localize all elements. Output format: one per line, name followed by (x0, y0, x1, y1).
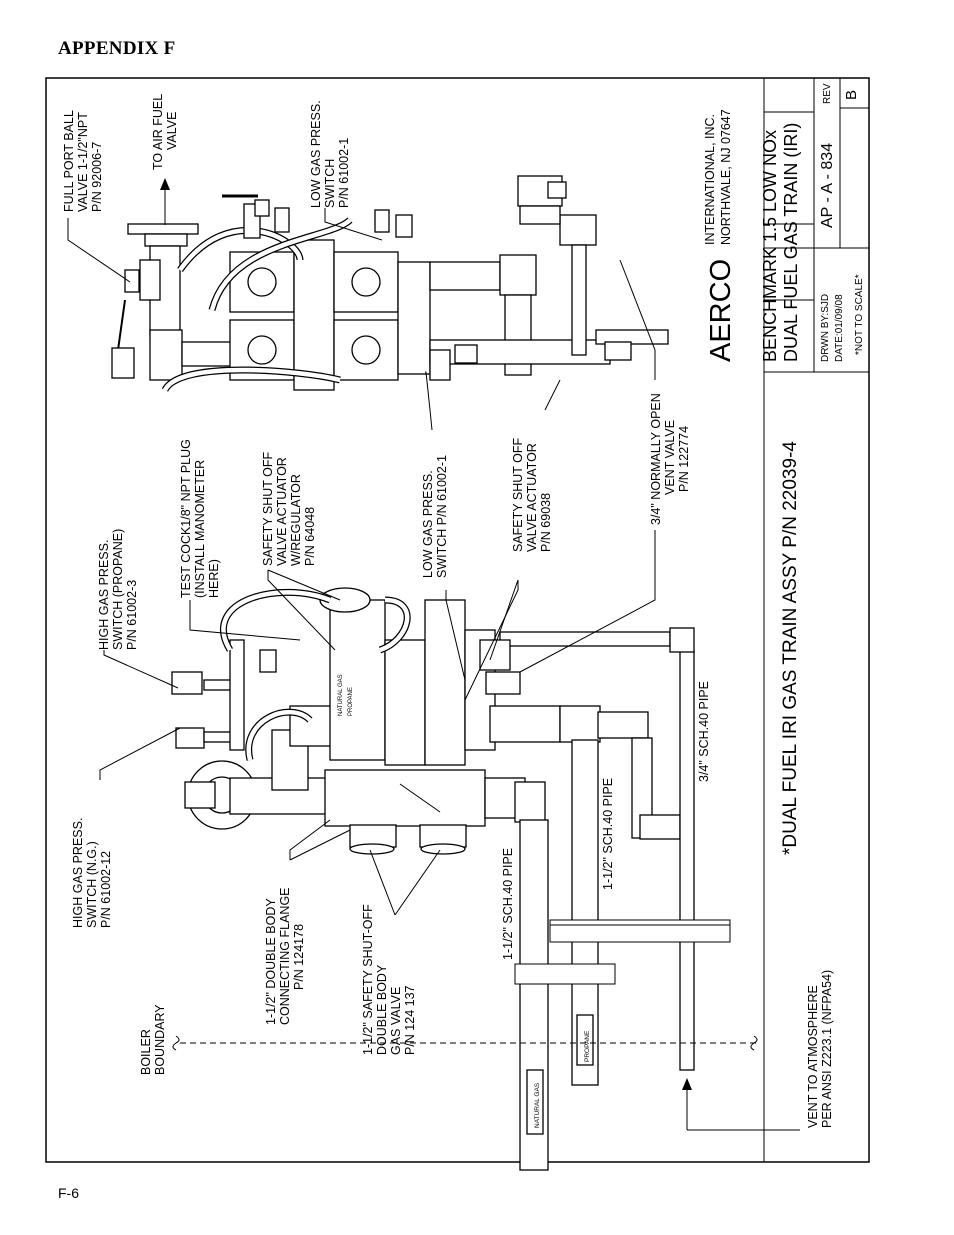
leader-lines (67, 208, 656, 916)
svg-text:P/N 61002-1: P/N 61002-1 (337, 138, 351, 208)
svg-text:(INSTALL MANOMETER: (INSTALL MANOMETER (193, 460, 207, 598)
callout-high-gas-ng: HIGH GAS PRESS. SWITCH (N.G.) P/N 61002-… (71, 818, 113, 928)
callout-ssov-regulator: SAFETY SHUT OFF VALVE ACTUATOR W/REGULAT… (261, 451, 317, 566)
actuator-tag-ng: NATURAL GAS (338, 674, 344, 716)
actuator-regulator (329, 599, 386, 761)
svg-text:DOUBLE BODY: DOUBLE BODY (375, 964, 389, 1055)
ball-valve-body (139, 259, 161, 301)
callout-ball-valve: FULL PORT BALL VALVE 1-1/2"NPT P/N 92006… (62, 110, 104, 212)
label-pipe-vent: 3/4" SCH.40 PIPE (697, 681, 711, 782)
page-header: APPENDIX F (58, 38, 176, 59)
svg-text:SWITCH (PROPANE): SWITCH (PROPANE) (111, 529, 125, 650)
label-pipe-propane: 1-1/2" SCH.40 PIPE (601, 778, 615, 890)
svg-text:VALVE ACTUATOR: VALVE ACTUATOR (525, 443, 539, 552)
callout-vent-valve: 3/4" NORMALLY OPEN VENT VALVE P/N 122774 (649, 393, 691, 525)
svg-text:VENT VALVE: VENT VALVE (663, 420, 677, 495)
actuator-tag-propane: PROPANE (348, 687, 354, 716)
label-pipe-ng: 1-1/2" SCH.40 PIPE (501, 848, 515, 960)
svg-text:P/N 61002-12: P/N 61002-12 (99, 851, 113, 928)
drawing-number: AP - A - 834 (819, 143, 836, 228)
svg-text:W/REGULATOR: W/REGULATOR (289, 474, 303, 566)
ng-high-switch (175, 727, 205, 749)
top-actuator (111, 347, 135, 379)
svg-text:3/4" NORMALLY OPEN: 3/4" NORMALLY OPEN (649, 393, 663, 525)
upper-assembly-view (111, 175, 669, 393)
propane-high-switch (171, 671, 203, 695)
svg-text:HIGH GAS PRESS.: HIGH GAS PRESS. (71, 818, 85, 928)
svg-text:P/N 69038: P/N 69038 (539, 493, 553, 552)
svg-text:SWITCH P/N 61002-1: SWITCH P/N 61002-1 (435, 455, 449, 578)
assembly-title: *DUAL FUEL IRI GAS TRAIN ASSY P/N 22039-… (780, 441, 801, 855)
svg-text:P/N 64048: P/N 64048 (303, 507, 317, 566)
svg-text:VALVE: VALVE (165, 112, 179, 150)
svg-text:HIGH GAS PRESS.: HIGH GAS PRESS. (97, 540, 111, 650)
svg-text:P/N 124 137: P/N 124 137 (403, 985, 417, 1055)
svg-text:1-1/2" DOUBLE BODY: 1-1/2" DOUBLE BODY (264, 898, 278, 1025)
svg-text:FULL PORT BALL: FULL PORT BALL (62, 110, 76, 212)
tag-propane: PROPANE (584, 1030, 591, 1062)
drawn-by: DRWN BY:SJD (820, 294, 831, 362)
propane-vent-pipe (571, 739, 599, 1086)
page-footer: F-6 (58, 1185, 79, 1201)
callout-to-air-fuel-valve: TO AIR FUEL VALVE (151, 94, 179, 170)
callout-low-gas-top: LOW GAS PRESS. SWITCH P/N 61002-1 (309, 100, 351, 208)
tag-natural-gas: NATURAL GAS (534, 1082, 541, 1128)
svg-text:HERE): HERE) (207, 559, 221, 598)
svg-text:CONNECTING FLANGE: CONNECTING FLANGE (278, 887, 292, 1025)
company-line1: INTERNATIONAL, INC. (703, 114, 717, 245)
rev-label: REV (822, 83, 833, 104)
callout-high-gas-propane: HIGH GAS PRESS. SWITCH (PROPANE) P/N 610… (97, 529, 139, 650)
svg-text:LOW GAS PRESS.: LOW GAS PRESS. (309, 100, 323, 208)
actuator-second (424, 599, 466, 766)
callout-vent-atmosphere: VENT TO ATMOSPHERE PER ANSI Z223.1 (NFPA… (806, 970, 834, 1128)
company-line2: NORTHVALE, NJ 07647 (719, 109, 733, 245)
svg-text:P/N 61002-3: P/N 61002-3 (125, 580, 139, 650)
scale-note: *NOT TO SCALE* (854, 274, 865, 355)
drawing-border (45, 77, 870, 1163)
svg-text:P/N 124178: P/N 124178 (292, 924, 306, 990)
svg-text:SWITCH: SWITCH (323, 159, 337, 208)
svg-text:VALVE 1-1/2"NPT: VALVE 1-1/2"NPT (76, 112, 90, 212)
callout-ssov-actuator: SAFETY SHUT OFF VALVE ACTUATOR P/N 69038 (511, 437, 553, 552)
callout-test-cock: TEST COCK1/8" NPT PLUG (INSTALL MANOMETE… (179, 439, 221, 598)
company-logo: AERCO (705, 259, 737, 362)
svg-text:BOILER: BOILER (139, 1029, 153, 1075)
lower-assembly-view: PROPANE NATURAL GAS NATURAL GAS PROPANE (171, 587, 731, 1171)
title-line1: BENCHMARK 1.5 LOW NOx (760, 130, 780, 362)
callout-low-gas-mid: LOW GAS PRESS. SWITCH P/N 61002-1 (421, 455, 449, 578)
svg-text:VALVE ACTUATOR: VALVE ACTUATOR (275, 457, 289, 566)
svg-text:SWITCH (N.G.): SWITCH (N.G.) (85, 841, 99, 928)
svg-text:VENT TO ATMOSPHERE: VENT TO ATMOSPHERE (806, 985, 820, 1128)
drawing-date: DATE:01/09/08 (834, 294, 845, 362)
svg-text:1-1/2" SAFETY SHUT-OFF: 1-1/2" SAFETY SHUT-OFF (361, 904, 375, 1055)
rev-value: B (843, 90, 860, 100)
svg-text:P/N 122774: P/N 122774 (677, 426, 691, 492)
callout-boiler-boundary: BOILER BOUNDARY (139, 1004, 167, 1075)
svg-text:BOUNDARY: BOUNDARY (153, 1004, 167, 1075)
ball-valve-handle (124, 269, 140, 293)
title-line2: DUAL FUEL GAS TRAIN (IRI) (781, 123, 801, 362)
callout-double-body-flange: 1-1/2" DOUBLE BODY CONNECTING FLANGE P/N… (264, 887, 306, 1025)
double-body-valve (324, 769, 486, 827)
svg-text:PER ANSI Z223.1 (NFPA54): PER ANSI Z223.1 (NFPA54) (820, 970, 834, 1128)
svg-text:TEST COCK1/8" NPT PLUG: TEST COCK1/8" NPT PLUG (179, 439, 193, 598)
svg-text:TO AIR FUEL: TO AIR FUEL (151, 94, 165, 170)
title-block: AERCO INTERNATIONAL, INC. NORTHVALE, NJ … (703, 78, 869, 1162)
svg-text:P/N 92006-7: P/N 92006-7 (90, 142, 104, 212)
svg-text:SAFETY SHUT OFF: SAFETY SHUT OFF (511, 437, 525, 552)
vent-3-4-pipe (679, 649, 695, 1071)
svg-text:SAFETY SHUT OFF: SAFETY SHUT OFF (261, 451, 275, 566)
callout-double-body-valve: 1-1/2" SAFETY SHUT-OFF DOUBLE BODY GAS V… (361, 904, 417, 1055)
svg-text:LOW GAS PRESS.: LOW GAS PRESS. (421, 470, 435, 578)
svg-text:GAS VALVE: GAS VALVE (389, 987, 403, 1055)
